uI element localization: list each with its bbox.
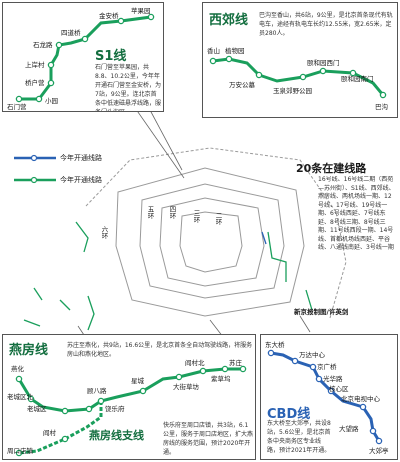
cbd-station-dawanglu: 大望路 — [339, 425, 359, 433]
yanfang-station-raolefu: 饶乐府 — [105, 405, 125, 413]
yanfang-branch-description: 快乐府至周口店镇，共3站，6.1公里，服务于周口店地区，扩大燕房线的服务范围，预… — [163, 422, 254, 456]
yanfang-station-yancunbei: 阎村北 — [185, 359, 205, 367]
legend-opened-label: 今年开通线路 — [60, 176, 102, 184]
cbd-station-dongdaqiao: 东大桥 — [265, 341, 285, 349]
yanfang-station-xingcheng: 星城 — [131, 377, 144, 385]
s1-line-map — [15, 13, 155, 103]
yanfang-station-zhoukoudian: 周口店镇 — [7, 447, 33, 455]
ring-label-2: 二环 — [214, 212, 222, 225]
cbd-station-wandazhongxin: 万达中心 — [299, 351, 325, 359]
s1-station-shimenying: 石门营 — [7, 103, 27, 111]
s1-station-shanganchun: 上岸村 — [25, 61, 45, 69]
yanfang-title: 燕房线 — [9, 343, 49, 358]
cbd-station-jingguangqiao: 京广桥 — [317, 363, 337, 371]
fifth-ring-road — [115, 167, 305, 317]
s1-title: S1线 — [95, 49, 127, 64]
cbd-description: 东大桥至大郊亭，共设8站，5.6公里，是北京首条中央商务区专业线路，预计2021… — [267, 420, 331, 454]
yanfang-station-laochengqu: 老城区 — [27, 405, 47, 413]
yanfang-station-suzhuang: 苏庄 — [229, 359, 242, 367]
xijiao-station-zhiwuyuan: 植物园 — [225, 47, 245, 55]
cbd-station-dajiaoting: 大郊亭 — [369, 447, 389, 455]
yanfang-branch-title: 燕房线支线 — [89, 429, 144, 442]
fourth-ring-road — [139, 183, 285, 299]
yanfang-panel: 燕房线 苏庄至燕化，共9站，16.6公里，是北京首条全自动驾驶线路，将服务房山和… — [2, 334, 256, 460]
ring-label-5: 五环 — [146, 206, 154, 219]
yanfang-line-map — [15, 365, 247, 457]
xijiao-description: 巴沟至香山，共6站，9公里，是北京首条现代有轨电车，途经有轨电车长约12.55米… — [259, 12, 393, 37]
s1-station-shilonglu: 石龙路 — [33, 41, 53, 49]
yanfang-station-laochengqubei: 老城区北 — [7, 393, 33, 401]
yanfang-station-zicaowu: 紫草坞 — [211, 375, 231, 383]
xijiao-station-xiangshan: 香山 — [207, 47, 220, 55]
s1-station-sidaoqiao: 四道桥 — [61, 29, 81, 37]
ring-label-6: 六环 — [100, 226, 108, 239]
s1-station-xiaoyuan: 小园 — [45, 97, 58, 105]
s1-station-pingguoyuan: 苹果园 — [131, 7, 151, 15]
sixth-ring-road — [85, 147, 347, 319]
xijiao-station-yuquan: 玉泉郊野公园 — [273, 87, 312, 95]
summary-credit: 新京报制图/许英剑 — [294, 308, 349, 316]
yanfang-station-gubalu: 顾八路 — [87, 387, 107, 395]
ring-label-3: 三环 — [192, 210, 200, 223]
cbd-station-guanghualu: 光华路 — [323, 375, 343, 383]
second-ring-road — [179, 211, 243, 273]
xijiao-title: 西郊线 — [209, 13, 249, 28]
yanfang-station-yanhua: 燕化 — [11, 365, 24, 373]
third-ring-road — [159, 197, 265, 287]
s1-station-qiaohuying: 桥户营 — [25, 79, 45, 87]
xijiao-station-wananmu: 万安公墓 — [229, 81, 255, 89]
xijiao-station-bagou: 巴沟 — [375, 103, 388, 111]
ring-label-4: 四环 — [168, 206, 176, 219]
xijiao-station-yiheyuan-south: 颐和园南门 — [341, 75, 374, 83]
cbd-station-hexinqu: 核心区 — [329, 385, 349, 393]
xijiao-panel: 西郊线 巴沟至香山，共6站，9公里，是北京首条现代有轨电车，途经有轨电车长约12… — [202, 2, 398, 118]
cbd-panel: 东大桥 万达中心 京广桥 光华路 核心区 北京电视中心 大望路 大郊亭 CBD线… — [260, 334, 398, 460]
legend-opening-label: 今年开通线路 — [60, 154, 102, 162]
s1-panel: 金安桥 苹果园 四道桥 石龙路 上岸村 桥户营 小园 石门营 S1线 石门营至苹… — [2, 2, 164, 112]
cbd-station-beijing-tv: 北京电视中心 — [341, 395, 380, 403]
yanfang-description: 苏庄至燕化，共9站，16.6公里，是北京首条全自动驾驶线路，将服务房山和燕化地区… — [67, 342, 253, 358]
xijiao-line-map — [209, 55, 387, 99]
cbd-title: CBD线 — [267, 407, 311, 422]
cbd-line-map — [267, 349, 383, 445]
summary-body: 16号线、16号线二期（西苑—苏州街）、S1线、西郊线、燕房线、两机场线一期、1… — [318, 176, 395, 251]
yanfang-station-dajiecaofang: 大街草坊 — [173, 383, 199, 391]
s1-station-jinanqiao: 金安桥 — [99, 12, 119, 20]
yanfang-station-yancun: 阎村 — [43, 429, 56, 437]
s1-description: 石门营至苹果园，共8.8、10.2公里，今年年开通石门营至金安桥，为7站，9公里… — [95, 64, 161, 111]
xijiao-station-yiheyuan-west: 颐和园西门 — [307, 59, 340, 67]
summary-title: 20条在建线路 — [296, 162, 367, 175]
